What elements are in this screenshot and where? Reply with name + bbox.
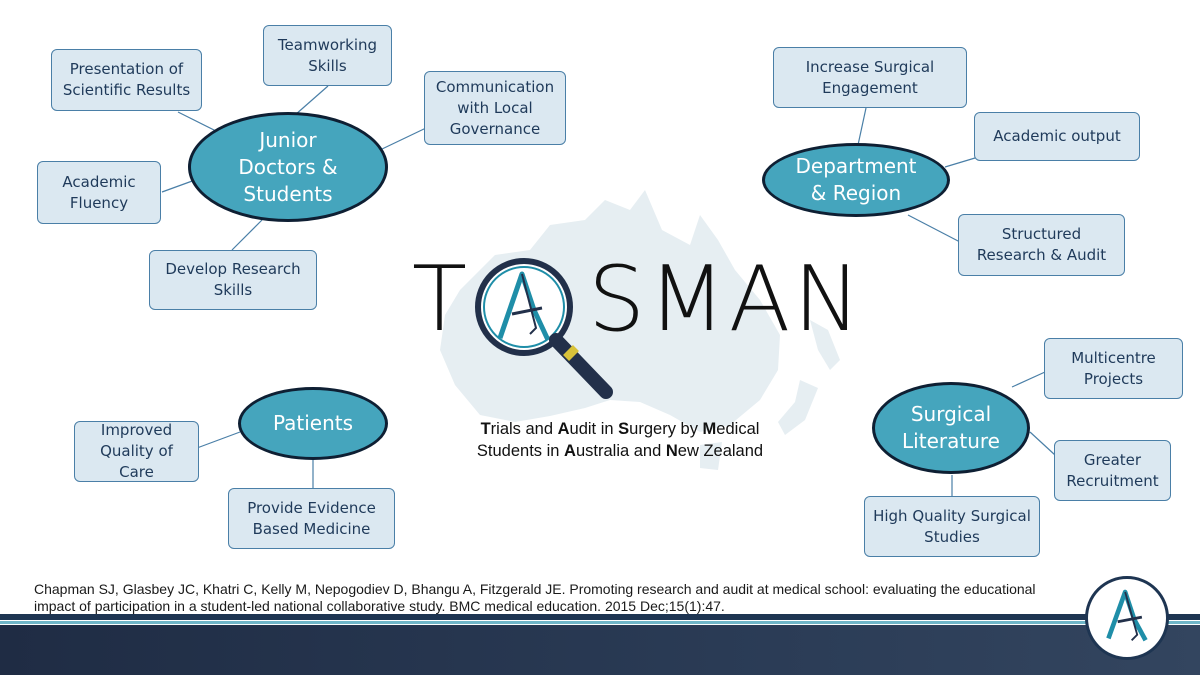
box-multicentre-projects: Multicentre Projects	[1044, 338, 1183, 399]
hub-patients: Patients	[238, 387, 388, 460]
tagline-text: udit in	[569, 420, 619, 438]
box-high-quality-surgical-studies: High Quality Surgical Studies	[864, 496, 1040, 557]
magnifying-glass-icon	[475, 258, 613, 399]
tagline-initial: M	[702, 420, 717, 438]
tasman-logo-badge	[1085, 576, 1169, 660]
tagline-text: ew Zealand	[677, 442, 764, 460]
wordmark-letters-sman: SMAN	[588, 247, 864, 352]
wordmark-letter-t: T	[412, 247, 470, 352]
box-academic-fluency: Academic Fluency	[37, 161, 161, 224]
box-teamworking-skills: Teamworking Skills	[263, 25, 392, 86]
hub-surgical-literature: Surgical Literature	[872, 382, 1030, 474]
box-greater-recruitment: Greater Recruitment	[1054, 440, 1171, 501]
box-academic-output: Academic output	[974, 112, 1140, 161]
box-provide-evidence-based-medicine: Provide Evidence Based Medicine	[228, 488, 395, 549]
tagline-text: Students in	[476, 442, 565, 460]
box-develop-research-skills: Develop Research Skills	[149, 250, 317, 310]
citation-text: Chapman SJ, Glasbey JC, Khatri C, Kelly …	[34, 581, 1036, 614]
hub-department-region: Department & Region	[762, 143, 950, 217]
tagline-text: urgery by	[629, 420, 703, 438]
box-improved-quality-of-care: Improved Quality of Care	[74, 421, 199, 482]
tagline-text: rials and	[490, 420, 558, 438]
tasman-logo-icon	[1106, 589, 1148, 642]
box-presentation-scientific-results: Presentation of Scientific Results	[51, 49, 202, 111]
tagline-initial: S	[618, 420, 630, 438]
hub-junior-doctors-students: Junior Doctors & Students	[188, 112, 388, 222]
footer-divider-accent	[0, 621, 1200, 624]
box-communication-local-governance: Communication with Local Governance	[424, 71, 566, 145]
tagline-initial: A	[557, 420, 570, 438]
box-structured-research-audit: Structured Research & Audit	[958, 214, 1125, 276]
tagline-initial: N	[665, 442, 678, 460]
tagline-text: ustralia and	[575, 442, 666, 460]
australia-map-background	[440, 190, 840, 470]
tagline-initial: A	[564, 442, 576, 460]
tagline-text: edical	[716, 420, 760, 438]
footer-divider-dark	[0, 614, 1200, 620]
tagline-initial: T	[480, 420, 491, 438]
box-increase-surgical-engagement: Increase Surgical Engagement	[773, 47, 967, 108]
tasman-wordmark: T SMAN	[412, 247, 861, 352]
footer-band	[0, 625, 1200, 675]
